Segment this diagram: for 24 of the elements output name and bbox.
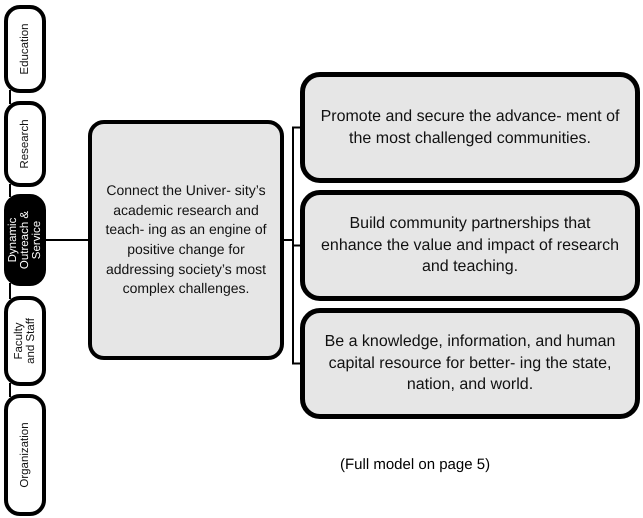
goal-box [300, 308, 640, 419]
connector-line [9, 283, 11, 299]
tab-label: Organization [18, 421, 32, 490]
box-text: Connect the Univer- sity’s academic research and teach- ing as an engine of positive change for addressing society’s most complex challenges. [104, 181, 268, 298]
goal-box [300, 190, 640, 301]
connector-line [9, 184, 11, 197]
tab-label: Research [18, 118, 32, 171]
category-tab [4, 5, 46, 93]
connector-line [9, 383, 11, 397]
tab-label: Education [18, 22, 32, 77]
category-tab [4, 101, 46, 187]
connector-line [9, 90, 11, 104]
selected-category-tab [4, 194, 46, 286]
tab-label: Dynamic Outreach & Service [6, 210, 44, 272]
box-text: Be a knowledge, information, and human capital resource for better- ing the state, nation, and world. [324, 332, 616, 396]
goal-box [300, 72, 640, 183]
box-text: Promote and secure the advance- ment of the most challenged communities. [320, 106, 620, 148]
tab-label: Faculty and Staff [12, 317, 38, 366]
category-tab [4, 296, 46, 386]
box-text: Build community partnerships that enhance the value and impact of research and teaching. [320, 214, 620, 278]
category-tab [4, 394, 46, 516]
mission-box [88, 120, 284, 360]
note-text: (Full model on page 5) [340, 456, 490, 473]
connector-line [46, 239, 88, 241]
